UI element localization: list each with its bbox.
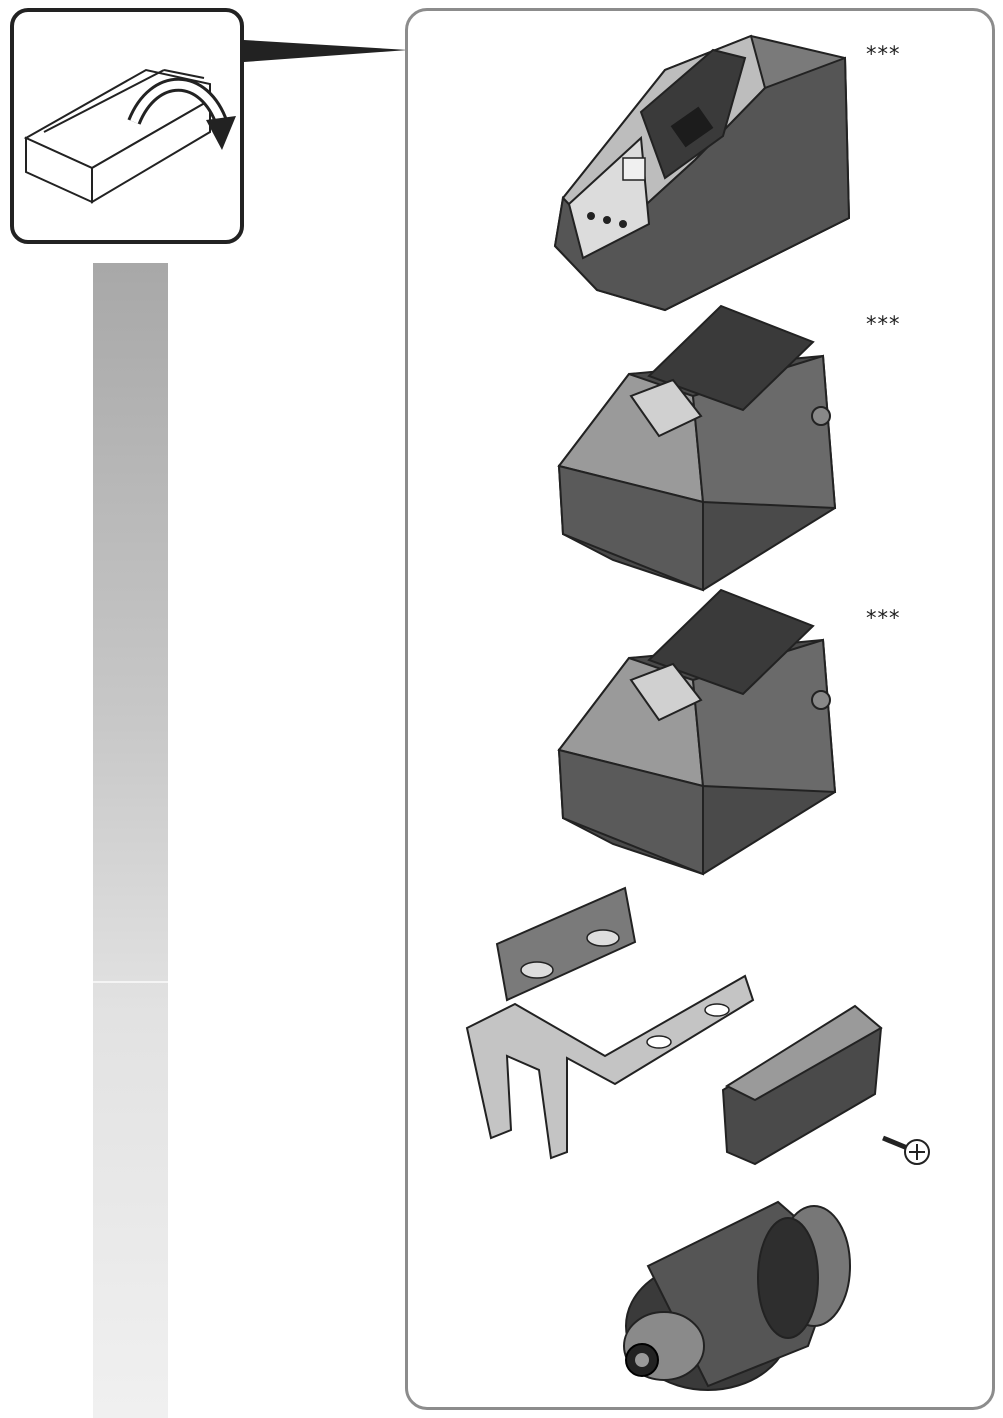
belt-clip-set-illustration <box>465 886 930 1166</box>
keyless-drill-chuck-illustration <box>623 1200 851 1391</box>
gradient-divider <box>93 981 168 983</box>
open-box-icon <box>23 68 236 204</box>
battery-pack-2-illustration <box>557 588 837 876</box>
unpacking-inset <box>10 8 244 244</box>
battery-1-marker: *** <box>866 312 901 336</box>
battery-pack-1-illustration <box>557 304 837 592</box>
charger-marker: *** <box>866 42 901 66</box>
battery-2-marker: *** <box>866 606 901 630</box>
section-gradient-bar <box>93 263 168 1418</box>
battery-charger-illustration <box>553 34 851 312</box>
